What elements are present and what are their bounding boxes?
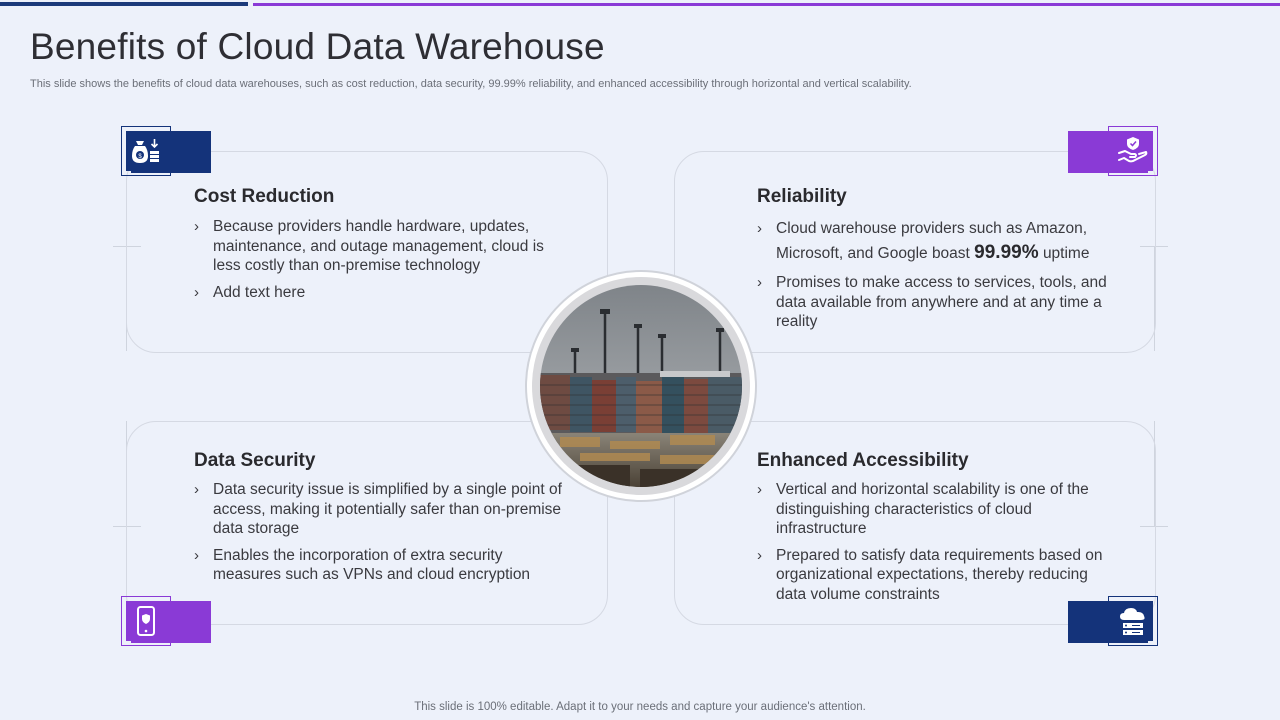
chevron-right-icon: › [757, 546, 762, 564]
cloud-server-icon [1120, 608, 1145, 635]
reliability-title: Reliability [757, 186, 847, 207]
data-security-icon-badge [121, 596, 211, 646]
cost-reduction-bullets: ›Because providers handle hardware, upda… [194, 217, 564, 309]
list-item: ›Add text here [194, 283, 306, 301]
svg-text:$: $ [138, 154, 142, 160]
enhanced-accessibility-card [674, 421, 1156, 625]
cost-reduction-card [126, 151, 608, 353]
enhanced-accessibility-title: Enhanced Accessibility [757, 450, 969, 471]
chevron-right-icon: › [757, 274, 762, 291]
chevron-right-icon: › [194, 481, 199, 498]
handshake-shield-icon [1118, 137, 1148, 163]
list-item: ›Prepared to satisfy data requirements b… [757, 546, 1103, 603]
cost-reduction-title: Cost Reduction [194, 186, 335, 207]
data-security-card [126, 421, 608, 625]
mobile-shield-icon [137, 606, 155, 636]
right-connector-tick-top [1140, 246, 1168, 247]
reliability-icon-badge [1068, 126, 1158, 176]
chevron-right-icon: › [194, 546, 199, 564]
page-title: Benefits of Cloud Data Warehouse [30, 26, 605, 67]
reliability-bullets: ›Cloud warehouse providers such as Amazo… [757, 217, 1122, 339]
cost-reduction-icon-badge: $ [121, 126, 211, 176]
chevron-right-icon: › [194, 283, 199, 301]
chevron-right-icon: › [757, 481, 762, 498]
list-item: ›Because providers handle hardware, upda… [194, 218, 544, 274]
chevron-right-icon: › [757, 220, 762, 237]
list-item: ›Vertical and horizontal scalability is … [757, 481, 1089, 537]
top-accent-bar-purple [253, 3, 1280, 6]
shipping-containers-photo [540, 285, 742, 487]
right-connector-tick-bottom [1140, 526, 1168, 527]
left-connector-tick-bottom [113, 526, 141, 527]
data-security-title: Data Security [194, 450, 316, 471]
uptime-percentage: 99.99% [974, 242, 1039, 263]
data-security-bullets: ›Data security issue is simplified by a … [194, 480, 564, 592]
right-connector-line-bottom [1154, 421, 1155, 526]
chevron-right-icon: › [194, 218, 199, 235]
list-item: ›Enables the incorporation of extra secu… [194, 546, 531, 584]
enhanced-accessibility-bullets: ›Vertical and horizontal scalability is … [757, 480, 1122, 611]
right-connector-line-top [1154, 246, 1155, 351]
list-item: ›Promises to make access to services, to… [757, 274, 1107, 330]
page-subtitle: This slide shows the benefits of cloud d… [30, 78, 912, 90]
money-bag-icon: $ [132, 139, 159, 163]
enhanced-accessibility-icon-badge [1068, 596, 1158, 646]
reliability-card [674, 151, 1156, 353]
left-connector-tick-top [113, 246, 141, 247]
footer-note: This slide is 100% editable. Adapt it to… [414, 701, 866, 713]
top-accent-bar-navy [0, 2, 248, 6]
list-item: ›Data security issue is simplified by a … [194, 481, 562, 537]
list-item: ›Cloud warehouse providers such as Amazo… [757, 217, 1122, 266]
